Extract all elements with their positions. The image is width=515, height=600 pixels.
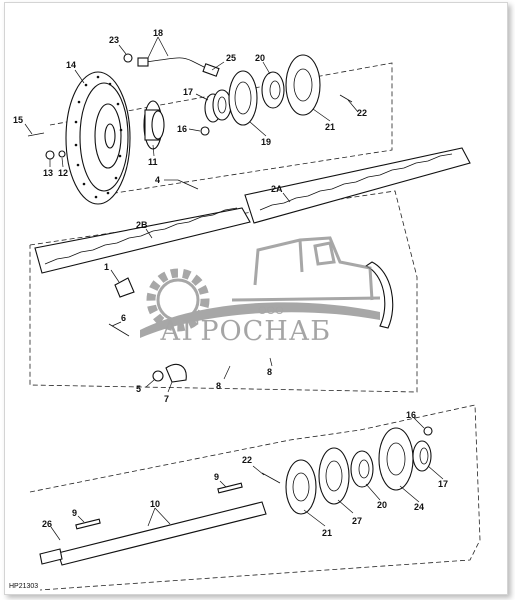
- watermark-brand: АГРОСНАБ: [160, 316, 331, 347]
- gear-logo-icon: [146, 268, 210, 332]
- callout-26: 26: [42, 519, 52, 529]
- callout-6: 6: [121, 313, 126, 323]
- callout-9-bottom: 9: [72, 508, 77, 518]
- callout-2a: 2A: [271, 184, 283, 194]
- plate-part-7: [165, 363, 187, 383]
- bolt-part-22b: [261, 472, 281, 484]
- assembly-outline-top: [49, 62, 393, 197]
- flange-part-24: [378, 427, 414, 491]
- callout-17-bottom: 17: [438, 479, 448, 489]
- bearing-part-20: [261, 71, 285, 109]
- callout-13: 13: [43, 168, 53, 178]
- small-bolts: [27, 94, 353, 160]
- knife-bar-2b: [34, 207, 251, 274]
- watermark-company-type: ООО: [258, 305, 284, 317]
- knife-bar-2a: [244, 147, 471, 224]
- callout-1: 1: [104, 262, 109, 272]
- flange-part-21: [285, 54, 321, 116]
- flywheel-part: [65, 71, 131, 205]
- flange-part-27: [318, 447, 350, 505]
- bearing-part: [204, 89, 232, 123]
- callout-27: 27: [352, 516, 362, 526]
- callout-12: 12: [58, 168, 68, 178]
- shaft-part: [39, 501, 267, 566]
- callout-20-bottom: 20: [377, 500, 387, 510]
- hub-part: [143, 100, 165, 150]
- harvester-logo-icon: [231, 236, 381, 302]
- key-part-9b: [75, 518, 101, 530]
- callout-9-top: 9: [214, 472, 219, 482]
- callout-25: 25: [226, 53, 236, 63]
- rotor-segment-part: [364, 261, 394, 329]
- agrosnab-watermark: ООО АГРОСНАБ: [140, 236, 381, 347]
- callout-22-bottom: 22: [242, 455, 252, 465]
- callout-11: 11: [148, 157, 158, 167]
- callout-10: 10: [150, 499, 160, 509]
- callout-24: 24: [414, 502, 424, 512]
- callout-5: 5: [136, 384, 141, 394]
- key-part-9a: [217, 482, 243, 494]
- callout-21-top: 21: [325, 122, 335, 132]
- grease-fitting-part: [123, 53, 133, 63]
- grease-line-part: [137, 57, 220, 77]
- bearing-part-20b: [350, 450, 374, 488]
- callout-14: 14: [66, 60, 76, 70]
- callout-21-bottom: 21: [322, 528, 332, 538]
- bolt-part-16b: [423, 426, 433, 436]
- callout-4: 4: [155, 175, 160, 185]
- callout-16-bottom: 16: [406, 410, 416, 420]
- callout-2b: 2B: [136, 220, 148, 230]
- flange-part-19: [228, 70, 258, 126]
- nut-part-5: [152, 370, 164, 382]
- leader-lines: [24, 36, 444, 541]
- callout-17-top: 17: [183, 87, 193, 97]
- bearing-part-17b: [412, 440, 432, 472]
- flange-part-21b: [285, 459, 317, 515]
- callout-8-left: 8: [216, 381, 221, 391]
- callout-19: 19: [261, 137, 271, 147]
- callout-8-right: 8: [267, 367, 272, 377]
- callout-22-top: 22: [357, 108, 367, 118]
- callout-7: 7: [164, 394, 169, 404]
- callout-15: 15: [13, 115, 23, 125]
- assembly-outline-bottom: [29, 404, 481, 591]
- callout-18: 18: [153, 28, 163, 38]
- callout-16-top: 16: [177, 124, 187, 134]
- bolt-part-4: [177, 179, 199, 190]
- callout-labels: 23 18 14 25 20 17 22 15 16 21 19 13 12 1…: [13, 28, 448, 538]
- bracket-part-1: [114, 277, 135, 298]
- callout-23: 23: [109, 35, 119, 45]
- drawing-code: HP21303: [9, 583, 38, 590]
- callout-20-top: 20: [255, 53, 265, 63]
